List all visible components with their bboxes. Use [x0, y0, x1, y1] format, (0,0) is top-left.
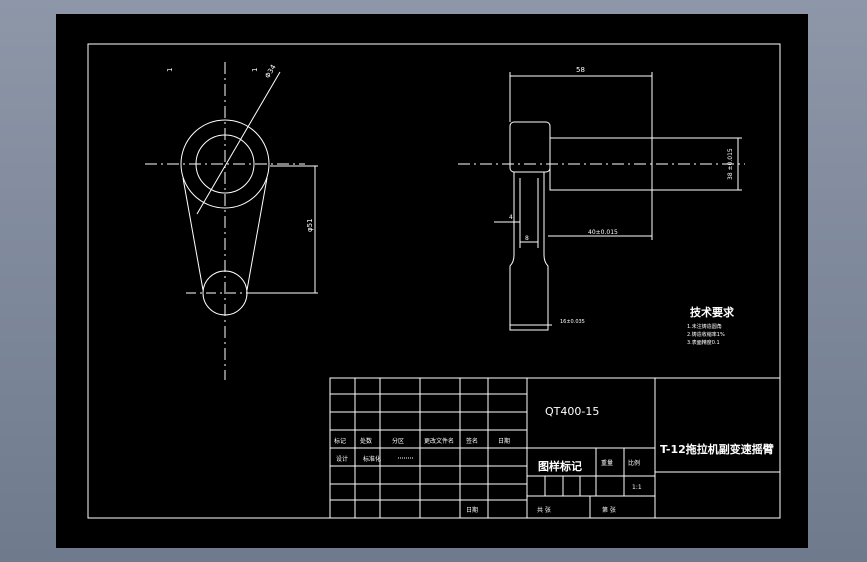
tb-header-mark: 标记 — [334, 437, 346, 445]
tech-req-item-3: 3.表面精度0.1 — [687, 339, 720, 346]
drawing-background — [56, 14, 808, 548]
dim-4-label: 4 — [509, 214, 513, 221]
tb-scale-label: 比例 — [628, 459, 640, 467]
dim-16-label: 16±0.035 — [560, 319, 585, 325]
tb-scale-value: 1:1 — [632, 484, 642, 491]
boss-outer-circle — [180, 119, 270, 209]
tb-standard: 标准化 — [363, 455, 381, 463]
front-label-1b: 1 — [251, 68, 259, 72]
diameter-leader — [196, 71, 281, 215]
boss-inner-circle — [195, 134, 255, 194]
front-view — [145, 62, 318, 380]
tb-material: QT400-15 — [545, 405, 599, 418]
side-web — [509, 172, 549, 331]
tb-designer: 设计 — [336, 455, 348, 463]
dim-38-label: 38 ±0.015 — [727, 148, 734, 180]
tech-req-title: 技术要求 — [690, 305, 735, 319]
arm-edge-right — [246, 177, 268, 291]
tb-sheet-total: 共 张 — [537, 506, 551, 514]
tb-drawing-name: T-12拖拉机副变速摇臂 — [660, 442, 774, 456]
tb-weight: 重量 — [601, 459, 613, 467]
side-shaft — [549, 137, 653, 191]
tb-header-zone: 分区 — [392, 437, 404, 445]
lower-hub-circle — [202, 270, 248, 316]
tb-sheet-no: 第 张 — [602, 506, 616, 514]
height-dim-label: φ51 — [306, 218, 314, 232]
tb-header-doc: 更改文件名 — [424, 437, 454, 445]
tb-date-label: 日期 — [466, 506, 478, 514]
arm-edge-left — [182, 177, 204, 291]
tb-header-date: 日期 — [498, 437, 510, 445]
front-label-1a: 1 — [166, 68, 174, 72]
dim-8-label: 8 — [525, 235, 529, 242]
side-view — [458, 72, 745, 331]
tb-drawing-mark: 图样标记 — [538, 459, 582, 473]
title-block — [329, 377, 781, 519]
tech-req-item-1: 1.未注铸造圆角 — [687, 323, 722, 330]
tech-req-item-2: 2.铸造收缩率1% — [687, 331, 725, 338]
tb-header-count: 处数 — [360, 437, 372, 445]
dim-58-label: 58 — [576, 66, 585, 74]
tb-header-sign: 签名 — [466, 437, 478, 445]
dim-40-label: 40±0.015 — [588, 229, 618, 236]
